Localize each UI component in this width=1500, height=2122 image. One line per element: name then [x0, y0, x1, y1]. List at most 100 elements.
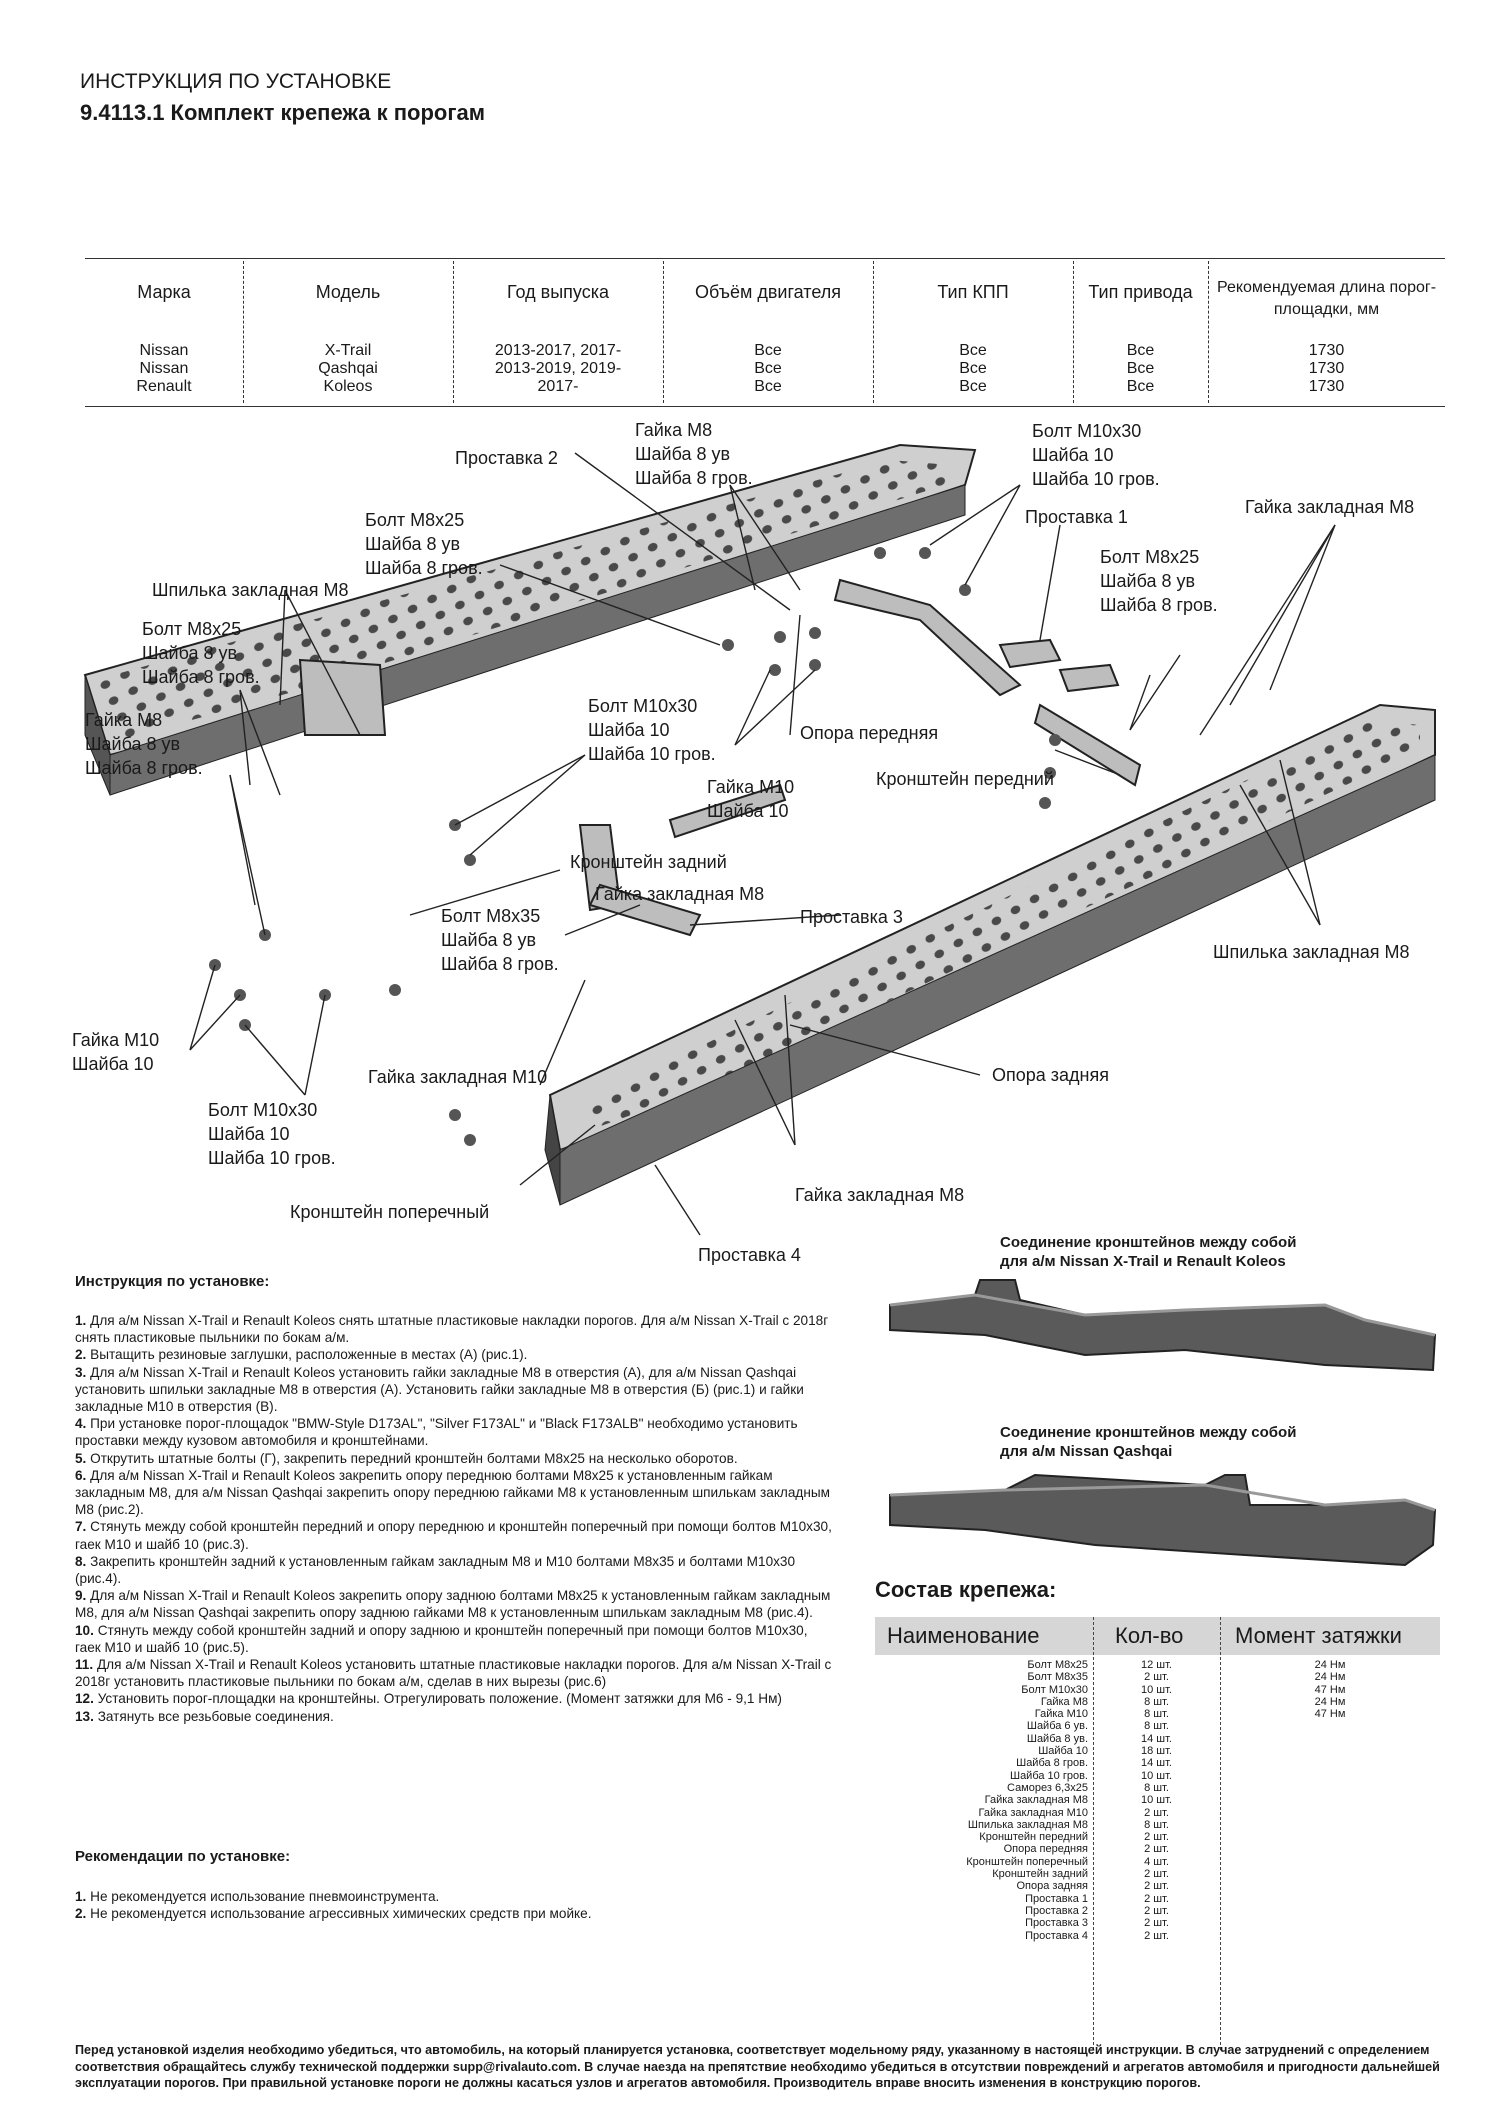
table-cell: Шпилька закладная М8: [967, 1818, 1088, 1831]
col-header: Год выпуска: [507, 282, 609, 302]
table-cell: 2 шт.: [1144, 1843, 1169, 1856]
table-cell: Шайба 10: [1038, 1745, 1088, 1758]
table-cell: 18 шт.: [1141, 1745, 1172, 1758]
table-cell: 2 шт.: [1144, 1904, 1169, 1917]
table-cell: 1730: [1308, 342, 1345, 359]
table-cell: 2 шт.: [1144, 1929, 1169, 1942]
table-cell: 8 шт.: [1144, 1818, 1169, 1831]
table-cell: 2013-2017, 2017-: [494, 342, 622, 359]
fasteners-title: Состав крепежа:: [875, 1577, 1057, 1602]
recommendations-title: Рекомендации по установке:: [75, 1848, 291, 1865]
col-header: Тип КПП: [937, 282, 1009, 302]
table-cell: 14 шт.: [1141, 1732, 1172, 1745]
instruction-step: 11. Для а/м Nissan X-Trail и Renault Kol…: [75, 1657, 832, 1690]
instruction-step: 2. Вытащить резиновые заглушки, располож…: [75, 1347, 528, 1363]
table-cell: Опора задняя: [1016, 1880, 1089, 1893]
label-opora-perednyaya: Опора передняя: [800, 723, 939, 743]
table-cell: Шайба 8 гров.: [1016, 1757, 1088, 1770]
table-cell: Проставка 2: [1025, 1904, 1088, 1917]
table-cell: Кронштейн поперечный: [966, 1855, 1088, 1868]
recommendation-item: 1. Не рекомендуется использование пневмо…: [75, 1889, 440, 1904]
instruction-step: 13. Затянуть все резьбовые соединения.: [75, 1708, 334, 1724]
table-cell: Проставка 4: [1025, 1929, 1088, 1942]
label-opora-zadnyaya: Опора задняя: [992, 1065, 1109, 1085]
table-cell: 8 шт.: [1144, 1695, 1169, 1708]
table-cell: 24 Нм: [1314, 1659, 1346, 1671]
table-cell: Опора передняя: [1003, 1843, 1088, 1856]
table-cell: Шайба 6 ув.: [1026, 1720, 1088, 1733]
col-header: Рекомендуемая длина порог-площадки, мм: [1216, 279, 1437, 318]
table-cell: 4 шт.: [1144, 1855, 1169, 1868]
table-cell: 24 Нм: [1314, 1671, 1346, 1684]
table-cell: Qashqai: [318, 360, 378, 377]
recommendation-item: 2. Не рекомендуется использование агресс…: [75, 1906, 592, 1922]
doc-subtitle: 9.4113.1 Комплект крепежа к порогам: [80, 100, 486, 125]
col-length: Рекомендуемая длина порог-площадки, мм 1…: [1208, 259, 1445, 406]
table-cell: Гайка закладная М8: [984, 1794, 1088, 1807]
label-gaika-zakladnaya-m8-bottom: Гайка закладная М8: [795, 1185, 965, 1205]
instruction-step: 7. Стянуть между собой кронштейн передни…: [75, 1519, 832, 1552]
col-year: Год выпуска 2013-2017, 2017-2013-2019, 2…: [453, 259, 663, 406]
instruction-step: 12. Установить порог-площадки на кронште…: [75, 1691, 782, 1707]
table-cell: 8 шт.: [1144, 1720, 1169, 1733]
table-cell: Шайба 10 гров.: [1009, 1769, 1088, 1782]
label-gaika-m8-top: Гайка М8 Шайба 8 ув Шайба 8 гров.: [635, 420, 753, 488]
table-cell: 10 шт.: [1141, 1769, 1172, 1782]
table-cell: 2 шт.: [1144, 1671, 1169, 1684]
col-header: Объём двигателя: [695, 282, 841, 302]
table-cell: 2 шт.: [1144, 1868, 1169, 1881]
label-prostavka-3: Проставка 3: [800, 907, 903, 927]
label-bolt-m8x25-left: Болт М8х25 Шайба 8 ув Шайба 8 гров.: [142, 619, 260, 687]
label-kronshtein-poperechny: Кронштейн поперечный: [290, 1202, 490, 1222]
table-cell: 14 шт.: [1141, 1757, 1172, 1770]
exploded-diagram: [83, 443, 1436, 1236]
table-cell: Все: [754, 378, 782, 395]
table-cell: 2 шт.: [1144, 1806, 1169, 1819]
table-cell: 24 Нм: [1314, 1695, 1346, 1708]
table-cell: 2 шт.: [1144, 1892, 1169, 1905]
table-cell: 2 шт.: [1144, 1917, 1169, 1930]
instruction-step: 1. Для а/м Nissan X-Trail и Renault Kole…: [75, 1313, 829, 1346]
footer-disclaimer: Перед установкой изделия необходимо убед…: [75, 2043, 1440, 2090]
table-cell: Nissan: [139, 342, 189, 359]
label-kronshtein-zadniy: Кронштейн задний: [570, 852, 727, 872]
label-bolt-m10x30-bottom: Болт М10х30 Шайба 10 Шайба 10 гров.: [208, 1100, 336, 1168]
label-gaika-m10-mid: Гайка М10 Шайба 10: [707, 777, 795, 821]
instruction-step: 9. Для а/м Nissan X-Trail и Renault Kole…: [75, 1588, 831, 1621]
table-cell: 47 Нм: [1314, 1708, 1346, 1721]
table-cell: 47 Нм: [1314, 1683, 1346, 1696]
table-cell: Все: [1126, 378, 1155, 395]
table-cell: Все: [959, 378, 987, 395]
table-cell: 2017-: [537, 378, 579, 395]
label-bolt-m10x30-top: Болт М10х30 Шайба 10 Шайба 10 гров.: [1032, 421, 1160, 489]
table-cell: Все: [959, 342, 987, 359]
label-bolt-m8x25-right: Болт М8х25 Шайба 8 ув Шайба 8 гров.: [1100, 547, 1218, 615]
table-cell: 2 шт.: [1144, 1831, 1169, 1844]
table-cell: 2 шт.: [1144, 1880, 1169, 1893]
leader-lines: [189, 452, 1336, 1236]
fasteners-table: Наименование Кол-во Момент затяжки Болт …: [875, 1617, 1440, 2050]
label-prostavka-1: Проставка 1: [1025, 507, 1128, 527]
col-header-qty: Кол-во: [1115, 1623, 1184, 1648]
instructions-list: 1. Для а/м Nissan X-Trail и Renault Kole…: [75, 1312, 835, 1725]
hardware-nuts: [209, 547, 1061, 1146]
table-cell: 10 шт.: [1141, 1794, 1172, 1807]
connection-figure-xtrail: [889, 1279, 1437, 1372]
connection-caption-xtrail: Соединение кронштейнов между собой для а…: [1000, 1234, 1297, 1270]
table-cell: Все: [1126, 342, 1155, 359]
table-cell: Кронштейн задний: [992, 1868, 1088, 1881]
doc-title: ИНСТРУКЦИЯ ПО УСТАНОВКЕ: [80, 70, 392, 93]
fasteners-header: [875, 1617, 1440, 1655]
table-cell: 10 шт.: [1141, 1683, 1172, 1696]
label-shpilka-zakladnaya-right: Шпилька закладная М8: [1213, 942, 1410, 962]
table-cell: Все: [959, 360, 987, 377]
table-cell: Все: [754, 360, 782, 377]
label-shpilka-zakladnaya-left: Шпилька закладная М8: [152, 580, 349, 600]
